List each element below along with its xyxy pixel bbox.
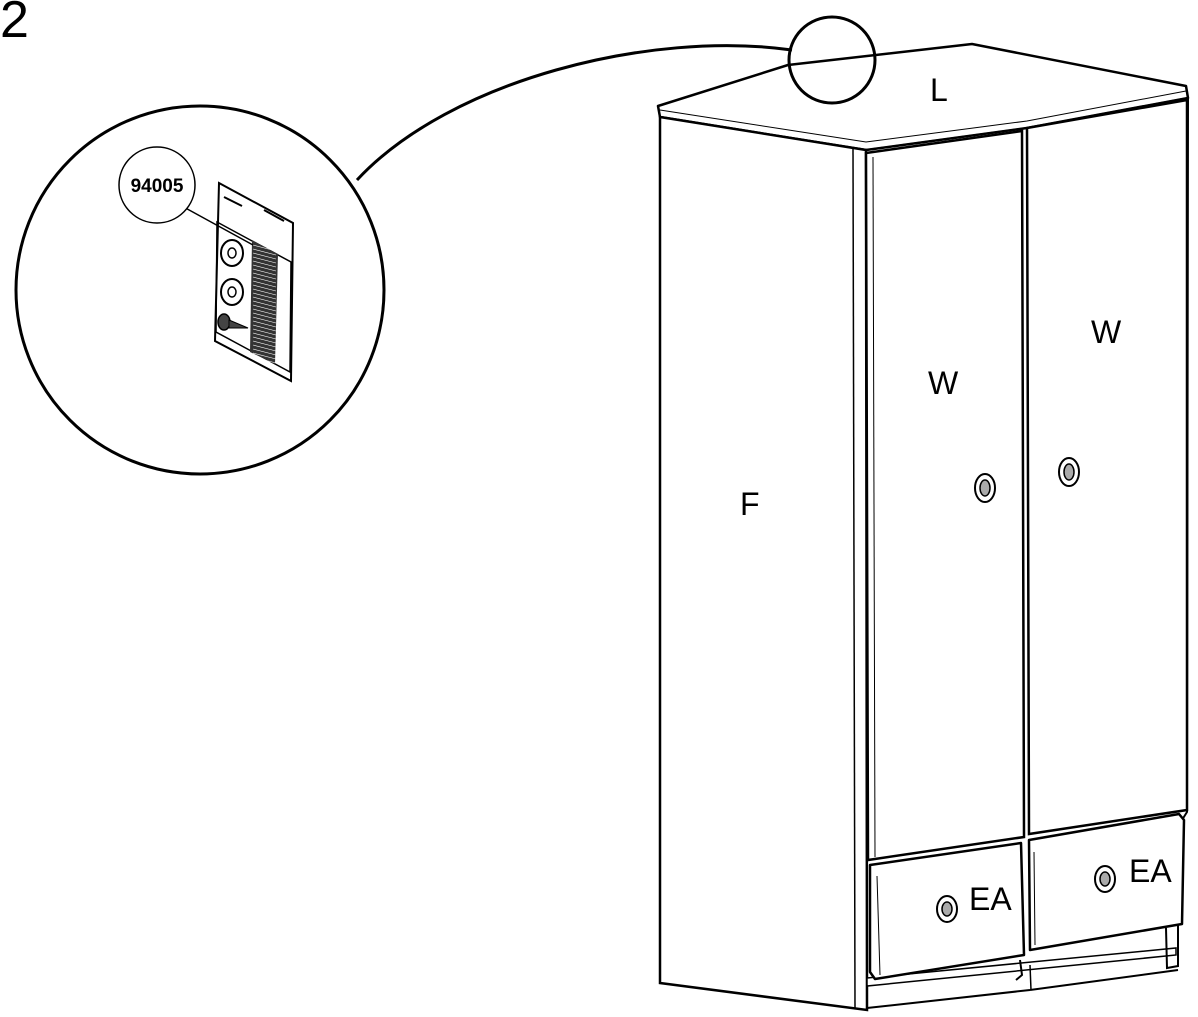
part-number-balloon	[118, 146, 196, 224]
label-left-drawer: EA	[969, 881, 1012, 917]
callout-connector	[355, 44, 793, 182]
felt-strip	[250, 240, 278, 364]
zoom-target-circle	[787, 15, 877, 105]
label-right-door: W	[1091, 314, 1122, 350]
felt-dot-bottom	[220, 278, 244, 306]
right-door-knob-icon	[1058, 457, 1080, 487]
label-side-panel: F	[740, 486, 760, 522]
left-door	[864, 129, 1026, 862]
felt-dot-top	[220, 239, 244, 267]
hardware-packet	[213, 181, 295, 383]
screw-icon	[217, 313, 249, 331]
label-right-drawer: EA	[1129, 853, 1172, 889]
part-number-label: 94005	[131, 176, 184, 197]
left-drawer-knob-icon	[936, 895, 958, 923]
side-panel	[658, 115, 869, 1012]
right-door	[1021, 98, 1189, 838]
base-plinth	[866, 925, 1179, 1009]
left-door-knob-icon	[974, 473, 996, 503]
right-drawer-knob-icon	[1094, 865, 1116, 893]
part-number-leader	[179, 204, 254, 246]
detail-magnifier-circle	[14, 104, 386, 476]
label-top-panel: L	[930, 72, 948, 108]
label-left-door: W	[928, 365, 959, 401]
step-number: 2	[0, 0, 29, 49]
